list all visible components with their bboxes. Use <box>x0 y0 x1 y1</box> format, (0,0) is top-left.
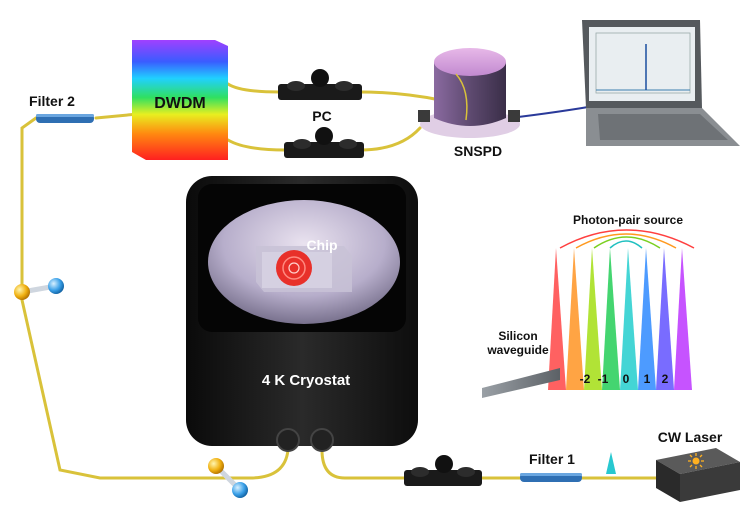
laser-source-icon <box>688 453 704 469</box>
fiber-left-loop <box>20 116 290 480</box>
mode-label: -1 <box>598 372 609 386</box>
snspd-label: SNSPD <box>454 143 502 159</box>
filter-2-label: Filter 2 <box>29 93 75 109</box>
filter-1: Filter 1 <box>520 451 582 482</box>
silicon-label: Silicon <box>498 329 537 343</box>
pc-label: PC <box>312 108 331 124</box>
photon-pair-icon <box>14 278 64 300</box>
microring-resonator <box>276 250 312 286</box>
fiber-filter2-dwdm <box>94 112 140 120</box>
pump-spectrum-spike <box>606 452 616 474</box>
fiber-dwdm-pc-top <box>226 82 282 94</box>
fiber-cryostat-pc <box>320 448 407 480</box>
silicon-waveguide <box>482 368 560 398</box>
mode-label: -2 <box>580 372 591 386</box>
cryostat-port-left <box>276 428 300 452</box>
cryostat-port-right <box>310 428 334 452</box>
laptop-screen <box>589 27 695 101</box>
filter-1-label: Filter 1 <box>529 451 575 467</box>
laptop-keyboard <box>598 114 728 140</box>
dwdm-block <box>132 40 228 160</box>
cw-laser: CW Laser <box>656 429 740 502</box>
filter-2: Filter 2 <box>29 93 94 123</box>
dwdm-label: DWDM <box>154 95 206 112</box>
polarization-controller-bottom <box>284 127 364 158</box>
laptop-icon <box>582 20 740 146</box>
dwdm: DWDM <box>132 40 228 160</box>
snspd: SNSPD <box>418 48 520 159</box>
photon-pair-icon <box>208 458 248 498</box>
mode-label: 2 <box>662 372 669 386</box>
photon-pair-source-label: Photon-pair source <box>573 213 683 227</box>
polarization-controller-lower <box>404 455 482 486</box>
fiber-pc-snspd-top <box>358 90 442 102</box>
laser-box <box>680 462 740 502</box>
waveguide-label: waveguide <box>486 343 549 357</box>
pair-arcs <box>559 229 695 249</box>
cryostat: Chip 4 K Cryostat <box>186 176 418 452</box>
fiber-dwdm-pc-bottom <box>226 138 287 152</box>
cryostat-label: 4 K Cryostat <box>262 372 350 389</box>
snspd-detector-icon <box>434 62 506 126</box>
photon-pair-source-inset: Photon-pair source Silicon waveguide -2 … <box>482 213 695 398</box>
cw-laser-label: CW Laser <box>658 429 723 445</box>
fiber-pc-snspd-bottom <box>358 126 422 152</box>
chip-label: Chip <box>306 237 337 253</box>
mode-label: 1 <box>644 372 651 386</box>
mode-label: 0 <box>623 372 630 386</box>
polarization-controller-top <box>278 69 362 100</box>
